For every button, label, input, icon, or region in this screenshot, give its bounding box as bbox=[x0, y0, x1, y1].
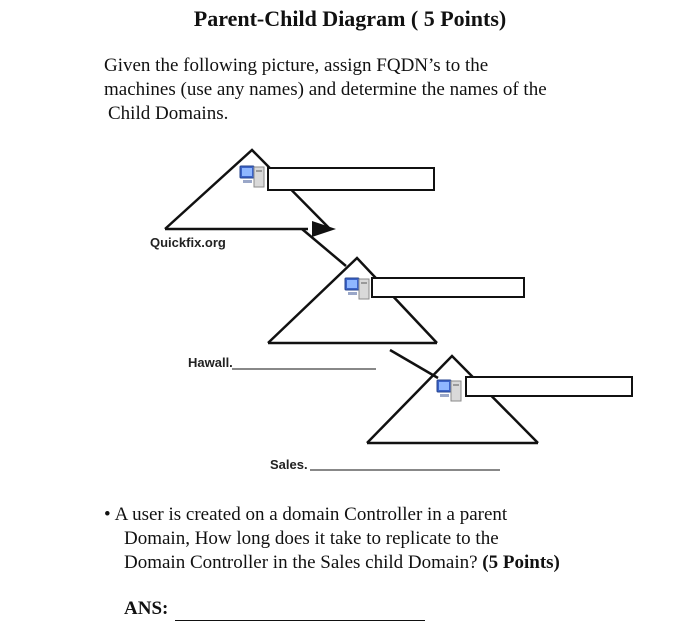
fqdn-box-hawall[interactable] bbox=[371, 277, 525, 298]
answer-label: ANS: bbox=[124, 598, 169, 619]
fqdn-box-quickfix[interactable] bbox=[267, 167, 435, 191]
parent-child-connector bbox=[389, 348, 439, 380]
replication-question: •A user is created on a domain Controlle… bbox=[104, 503, 624, 575]
computer-icon bbox=[436, 379, 462, 402]
question-line-1: Given the following picture, assign FQDN… bbox=[104, 55, 489, 76]
fqdn-box-sales[interactable] bbox=[465, 376, 633, 397]
domain-triangle-hawall bbox=[267, 256, 438, 345]
parent-child-connector bbox=[301, 228, 347, 267]
computer-icon bbox=[344, 277, 370, 300]
points-label: (5 Points) bbox=[482, 552, 560, 573]
bullet-line-2: Domain, How long does it take to replica… bbox=[124, 528, 499, 549]
answer-blank[interactable] bbox=[175, 620, 425, 621]
question-line-2: machines (use any names) and determine t… bbox=[104, 79, 547, 100]
question-text: Given the following picture, assign FQDN… bbox=[104, 54, 624, 126]
computer-icon bbox=[239, 165, 265, 188]
domain-label-quickfix: Quickfix.org bbox=[150, 235, 226, 250]
bullet-line-3: Domain Controller in the Sales child Dom… bbox=[124, 552, 478, 573]
page-title: Parent-Child Diagram ( 5 Points) bbox=[193, 6, 507, 31]
domain-triangle-quickfix bbox=[164, 148, 336, 237]
domain-triangle-sales bbox=[366, 354, 539, 445]
domain-label-sales: Sales. bbox=[270, 457, 308, 472]
bullet-line-1: A user is created on a domain Controller… bbox=[114, 504, 508, 525]
question-line-3: Child Domains. bbox=[108, 103, 229, 124]
domain-label-hawall: Hawall. bbox=[188, 355, 233, 370]
bullet-marker: • bbox=[104, 504, 111, 525]
